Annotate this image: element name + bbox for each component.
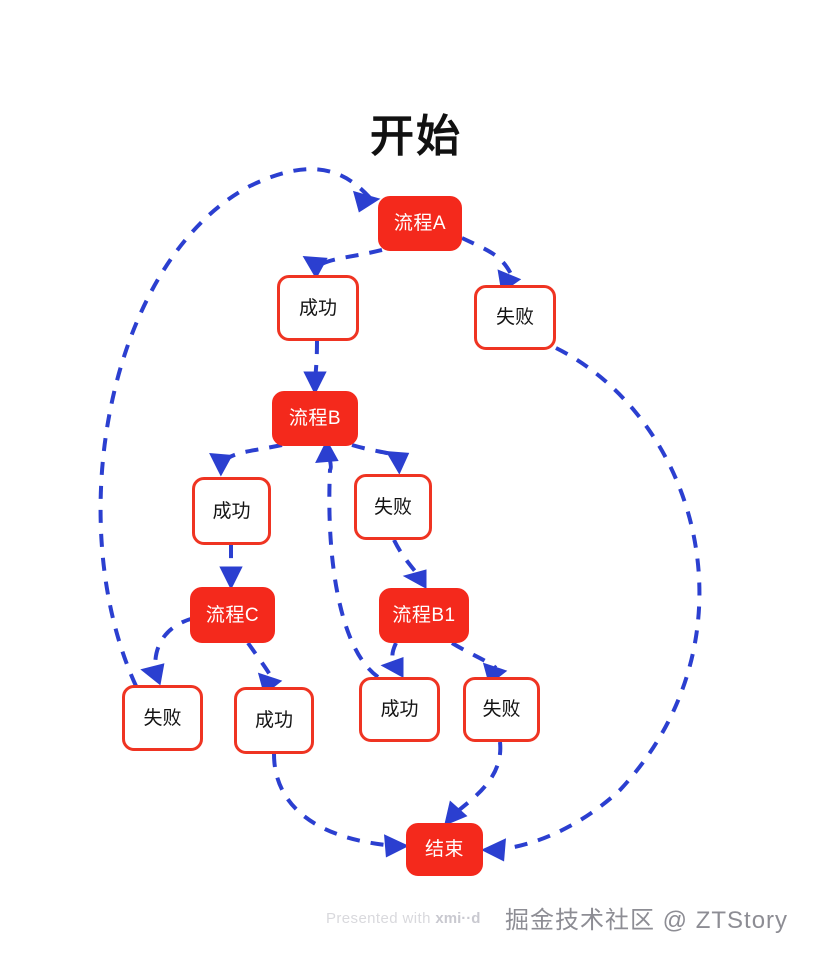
- edge-arrowhead: [302, 255, 328, 280]
- xmind-watermark: Presented with xmi··d: [326, 910, 480, 927]
- node-label: 流程A: [393, 213, 447, 234]
- node-c[interactable]: 流程C: [190, 587, 275, 643]
- node-label: 流程B: [288, 408, 342, 429]
- node-label: 失败: [495, 307, 534, 328]
- edge-arrowhead: [482, 662, 508, 685]
- edge-b-fail-to-b1: [392, 539, 427, 589]
- edge-arrowhead: [257, 672, 283, 695]
- edge-b-ok-to-c: [219, 545, 243, 590]
- edge-a-ok-to-b: [303, 340, 327, 395]
- node-label: 流程C: [205, 604, 260, 626]
- node-label: 结束: [424, 839, 464, 860]
- edge-b1-to-b1-ok: [380, 642, 404, 678]
- edge-a-to-a-fail: [461, 236, 522, 294]
- node-b[interactable]: 流程B: [272, 391, 358, 446]
- node-label: 成功: [254, 710, 293, 731]
- edge-arrowhead: [385, 450, 410, 475]
- page-title: 开始: [370, 112, 462, 161]
- node-b-ok[interactable]: 成功: [192, 477, 271, 545]
- edge-arrowhead: [140, 663, 165, 686]
- edge-c-to-c-ok: [246, 641, 283, 695]
- node-label: 失败: [373, 496, 412, 518]
- edge-b1-ok-to-b: [315, 439, 380, 679]
- node-label: 失败: [143, 707, 182, 729]
- edge-b-to-b-fail: [351, 443, 410, 475]
- node-a[interactable]: 流程A: [378, 196, 462, 251]
- node-label: 成功: [212, 500, 251, 522]
- edge-arrowhead: [497, 269, 522, 294]
- edge-c-to-c-fail: [140, 616, 195, 686]
- edge-arrowhead: [303, 371, 327, 395]
- edge-arrowhead: [352, 190, 381, 213]
- edge-arrowhead: [380, 657, 404, 678]
- xmind-watermark-prefix: Presented with: [326, 910, 436, 927]
- edge-a-to-a-ok: [302, 248, 383, 280]
- edge-a-fail-to-end: [480, 346, 702, 862]
- edge-arrowhead: [384, 834, 410, 858]
- node-b1[interactable]: 流程B1: [379, 588, 469, 643]
- node-a-ok[interactable]: 成功: [277, 275, 359, 341]
- edge-arrowhead: [480, 838, 506, 862]
- node-label: 成功: [380, 699, 419, 720]
- edge-b1-fail-to-end: [444, 741, 503, 826]
- edge-arrowhead: [219, 566, 243, 590]
- node-c-ok[interactable]: 成功: [234, 687, 314, 754]
- node-a-fail[interactable]: 失败: [474, 285, 556, 350]
- node-c-fail[interactable]: 失败: [122, 685, 203, 751]
- node-label: 流程B1: [392, 605, 456, 626]
- edge-c-ok-to-end: [272, 753, 410, 858]
- edge-c-fail-to-a: [98, 167, 381, 687]
- edge-arrowhead: [209, 452, 233, 477]
- edge-arrowhead: [402, 569, 427, 589]
- node-b1-ok[interactable]: 成功: [359, 677, 440, 742]
- node-b1-fail[interactable]: 失败: [463, 677, 540, 742]
- edge-arrowhead: [315, 439, 339, 464]
- edge-b1-to-b1-fail: [450, 641, 508, 685]
- node-b-fail[interactable]: 失败: [354, 474, 432, 540]
- xmind-watermark-brand: xmi··d: [435, 910, 481, 927]
- node-label: 失败: [482, 699, 521, 720]
- edge-b-to-b-ok: [209, 443, 283, 477]
- user-watermark: 掘金技术社区 @ ZTStory: [505, 907, 789, 934]
- node-label: 成功: [298, 297, 337, 319]
- node-end[interactable]: 结束: [406, 823, 483, 876]
- edge-arrowhead: [444, 800, 468, 826]
